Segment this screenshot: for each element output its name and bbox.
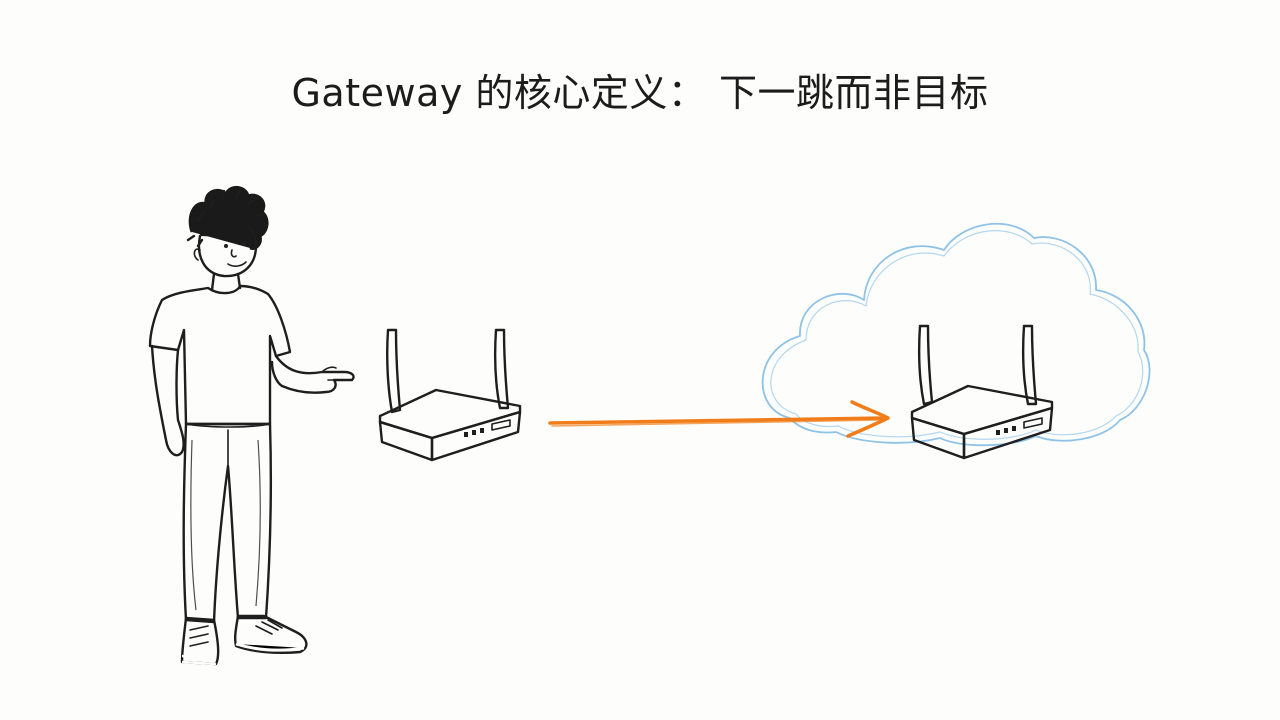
cloud-icon <box>761 223 1151 447</box>
person-face <box>197 226 258 278</box>
person-left-arm <box>150 344 185 457</box>
arrow-right-icon <box>548 400 890 438</box>
router-icon <box>910 324 1054 460</box>
person-pointing-hand <box>270 354 355 394</box>
person-shirt <box>148 284 292 426</box>
person-shoes <box>180 614 308 666</box>
person-pointing-icon <box>148 186 355 666</box>
router-icon <box>378 328 522 462</box>
diagram-title: Gateway 的核心定义： 下一跳而非目标 <box>291 71 989 115</box>
person-hair <box>186 186 269 250</box>
